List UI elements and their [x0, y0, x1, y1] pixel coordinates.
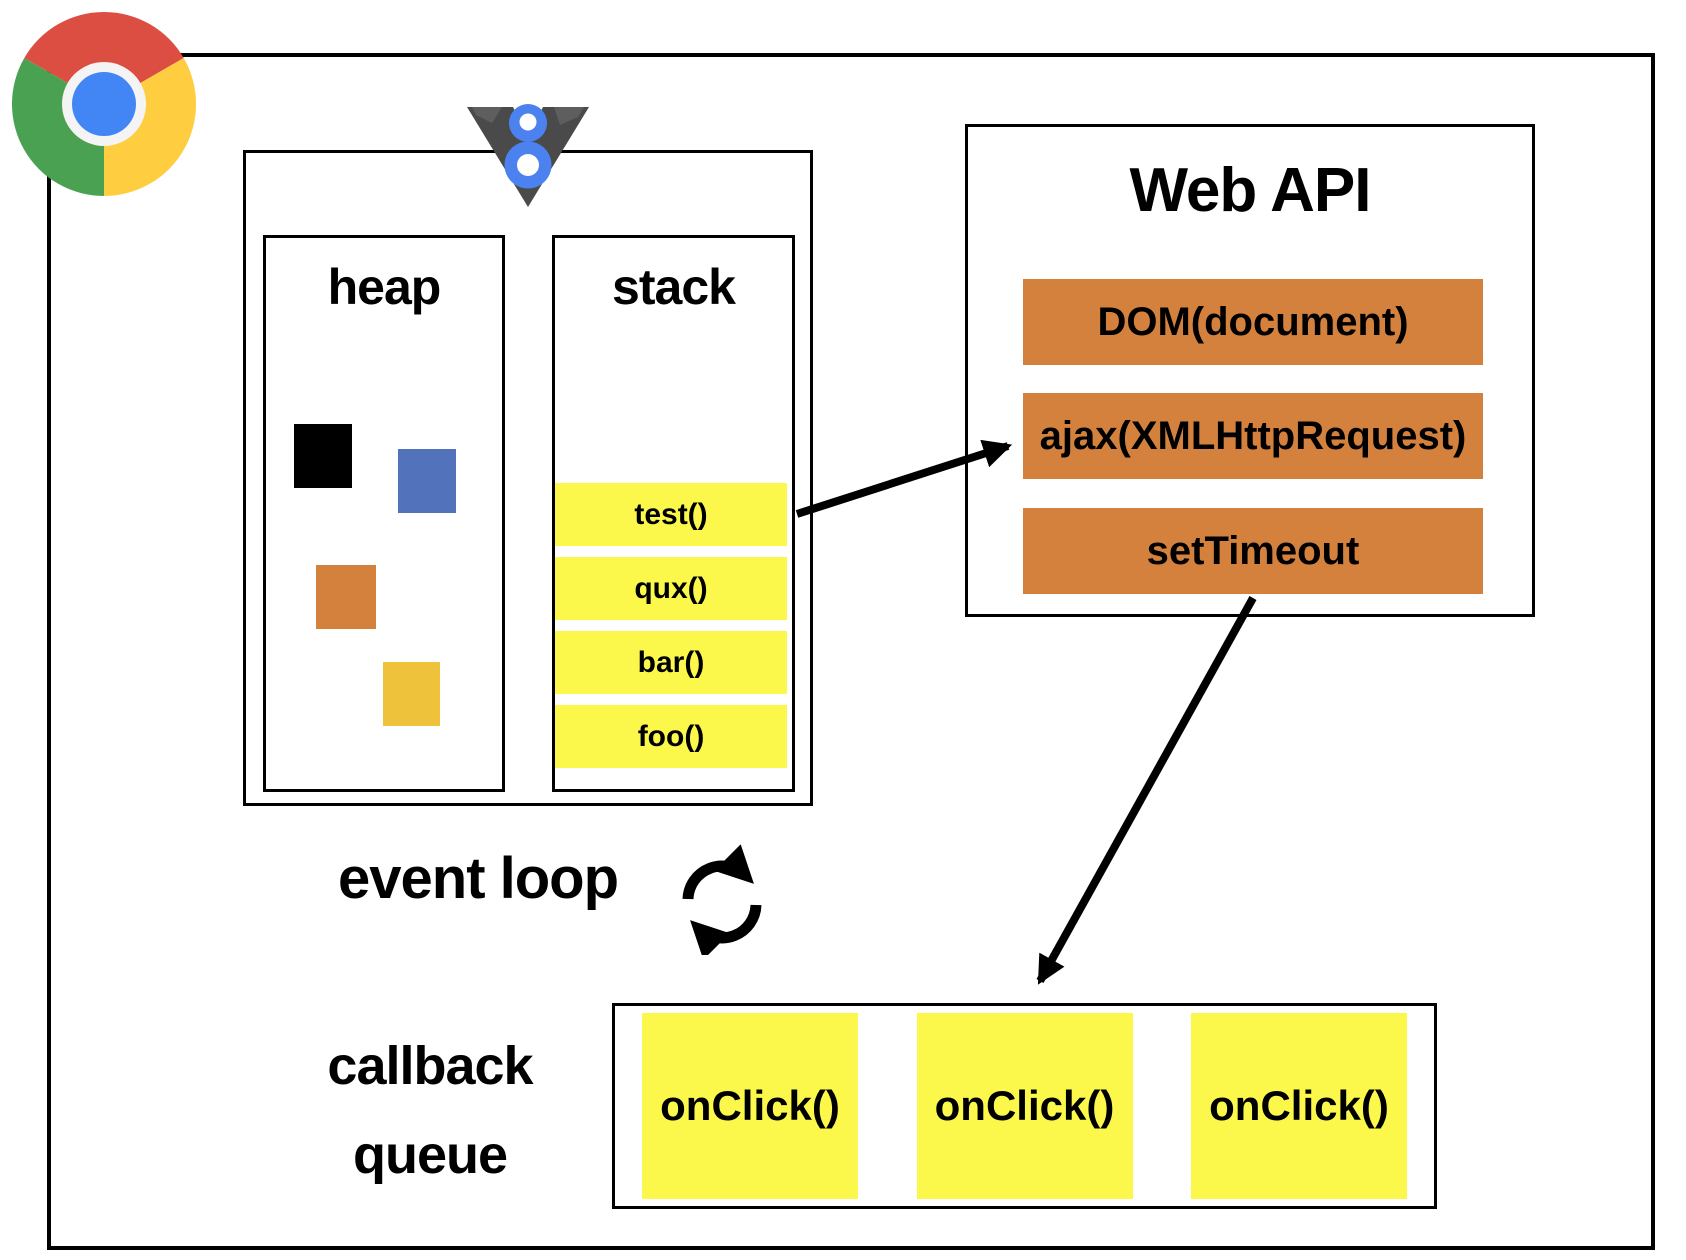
callback-queue-label-line2: queue: [352, 1125, 508, 1185]
queue-item-onclick-3: onClick(): [1191, 1013, 1407, 1199]
heap-object-gold: [383, 662, 440, 726]
heap-object-orange: [316, 565, 376, 629]
callback-queue-box: onClick() onClick() onClick(): [612, 1003, 1437, 1209]
event-loop-cycle-icon: [672, 843, 772, 955]
heap-title: heap: [327, 259, 442, 315]
callback-queue-label-line1: callback: [327, 1036, 533, 1096]
web-api-box: Web API DOM(document) ajax(XMLHttpReques…: [965, 124, 1535, 617]
callback-queue-label: callback queue: [300, 1022, 560, 1200]
web-api-item-ajax: ajax(XMLHttpRequest): [1023, 393, 1483, 479]
queue-item-onclick-2: onClick(): [916, 1013, 1133, 1199]
chrome-logo-icon: [8, 8, 200, 200]
event-loop-label: event loop: [338, 846, 619, 911]
heap-object-black: [294, 424, 352, 488]
stack-frame-bar: bar(): [555, 631, 787, 694]
stack-frame-foo: foo(): [555, 705, 787, 768]
web-api-item-dom: DOM(document): [1023, 279, 1483, 365]
v8-logo-icon: [462, 85, 594, 210]
queue-item-onclick-1: onClick(): [642, 1013, 858, 1199]
stack-frame-test: test(): [555, 483, 787, 546]
web-api-item-settimeout: setTimeout: [1023, 508, 1483, 594]
page-border: [47, 53, 1655, 1250]
web-api-title: Web API: [1129, 156, 1371, 225]
stack-frame-qux: qux(): [555, 557, 787, 620]
stack-frames: test() qux() bar() foo(): [555, 483, 787, 779]
heap-object-blue: [398, 449, 456, 513]
stack-title: stack: [612, 259, 736, 315]
